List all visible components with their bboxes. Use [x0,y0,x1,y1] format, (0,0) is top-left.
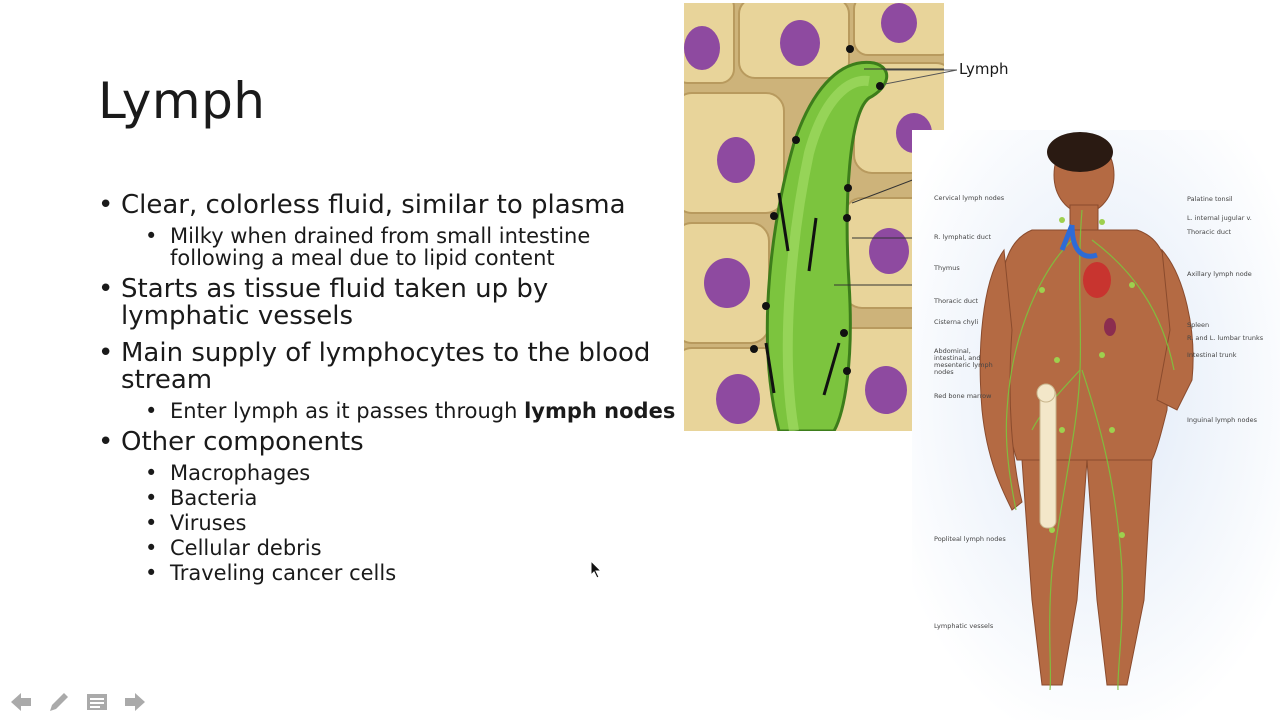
body-label-left: Lymphatic vessels [934,622,994,630]
body-label-left: Cisterna chyli [934,318,979,326]
sub-bullet-item: •Enter lymph as it passes through lymph … [145,399,676,423]
body-label-left: Thoracic duct [934,297,979,305]
body-label-right: Thoracic duct [1187,228,1232,236]
slide-title: Lymph [98,72,266,130]
body-label-left: Abdominal, intestinal, and mesenteric ly… [934,347,993,376]
sub-bullet-text: Enter lymph as it passes through lymph n… [170,400,675,422]
body-label-right: R. and L. lumbar trunks [1187,334,1264,342]
sub-bullet-text: Viruses [170,511,247,535]
body-label-right: Palatine tonsil [1187,195,1233,203]
body-label-right: Axillary lymph node [1187,270,1252,278]
sub-bullet-text: Traveling cancer cells [170,561,397,585]
body-label-right: Inguinal lymph nodes [1187,416,1257,424]
sub-bullet-text-bold: lymph nodes [524,399,676,423]
body-label-right: L. internal jugular v. [1187,214,1252,222]
slide-nav [8,690,148,714]
bullet-text: Other components [121,427,364,457]
bullet-item: •Clear, colorless fluid, similar to plas… [98,190,626,220]
menu-icon[interactable] [84,690,110,714]
sub-bullet-item: •Macrophages [145,461,311,485]
bullet-text: Starts as tissue fluid taken up by lymph… [121,274,549,331]
bullet-item: •Main supply of lymphocytes to the blood… [98,340,683,394]
sub-bullet-item: •Milky when drained from small intestine… [145,225,683,269]
sub-bullet-item: •Viruses [145,511,247,535]
lymph-label: Lymph [959,60,1009,78]
body-label-right: Spleen [1187,321,1210,329]
arrow-left-icon[interactable] [8,690,34,714]
body-label-left: Popliteal lymph nodes [934,535,1006,543]
bullet-list: •Clear, colorless fluid, similar to plas… [98,192,683,591]
sub-bullet-item: •Bacteria [145,486,258,510]
bullet-text: Clear, colorless fluid, similar to plasm… [121,190,626,220]
bullet-item: •Starts as tissue fluid taken up by lymp… [98,276,683,330]
body-label-right: Intestinal trunk [1187,351,1237,359]
body-label-left: Cervical lymph nodes [934,194,1005,202]
sub-bullet-text: Macrophages [170,461,311,485]
sub-bullet-text: Milky when drained from small intestine … [170,224,591,270]
lymph-pointer-line [885,69,957,85]
body-label-left: R. lymphatic duct [934,233,991,241]
sub-bullet-text: Bacteria [170,486,258,510]
mouse-cursor-icon [590,559,604,584]
sub-bullet-text-plain: Enter lymph as it passes through [170,399,525,423]
sub-bullet-item: •Traveling cancer cells [145,561,397,585]
pen-icon[interactable] [46,690,72,714]
sub-bullet-text: Cellular debris [170,536,322,560]
sub-bullet-item: •Cellular debris [145,536,322,560]
arrow-right-icon[interactable] [122,690,148,714]
body-label-left: Thymus [934,264,960,272]
body-label-left: Red bone marrow [934,392,992,400]
bullet-text: Main supply of lymphocytes to the blood … [121,338,651,395]
lymphatic-system-illustration: Cervical lymph nodes R. lymphatic duct T… [912,130,1280,720]
bullet-item: •Other components [98,427,364,457]
